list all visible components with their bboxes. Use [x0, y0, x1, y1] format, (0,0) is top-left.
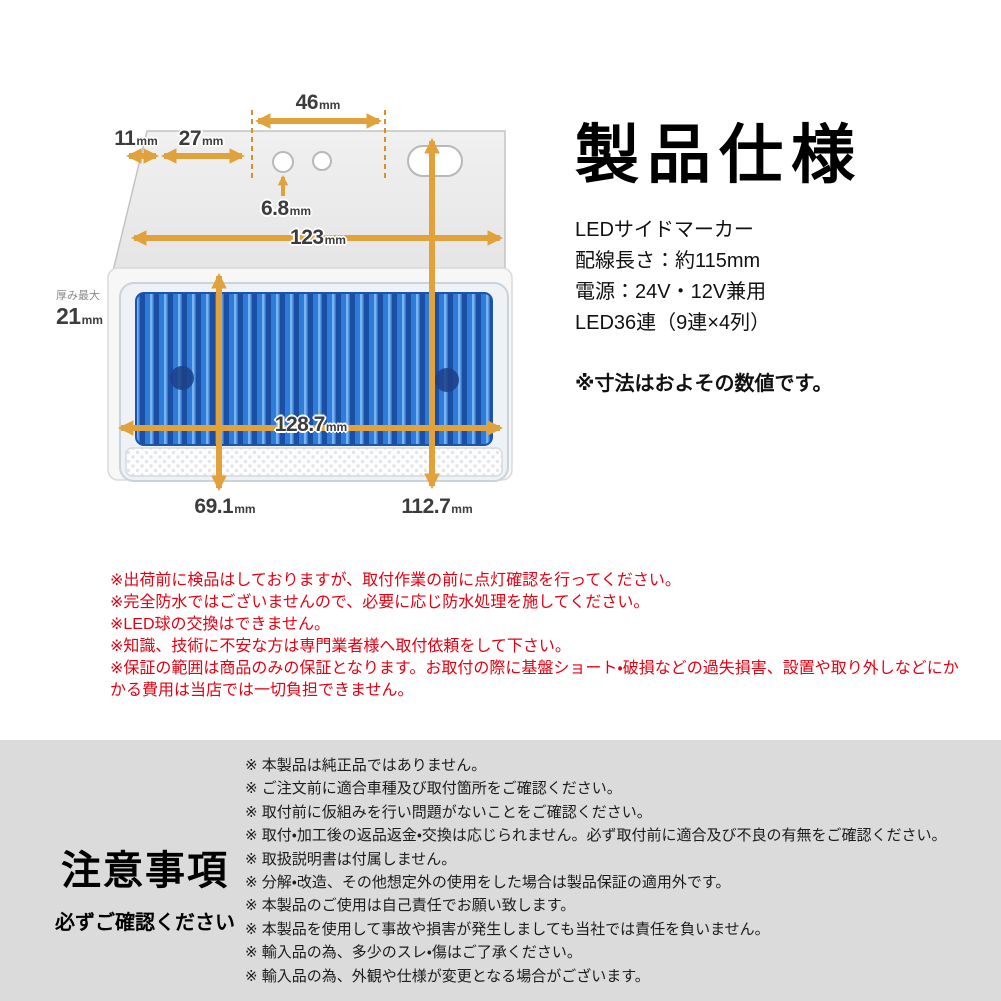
- notice-item: ※ 本製品は純正品ではありません。: [245, 757, 487, 774]
- dim-label-123mm: 123mm: [290, 226, 346, 249]
- notice-item: ※ 分解・改造、その他想定外の使用をした場合は製品保証の適用外です。: [245, 874, 731, 892]
- notice-heading: 注意事項 必ずご確認ください: [40, 838, 250, 935]
- notice-item: ※ 本製品を使用して事故や損害が発生しましても当社では責任を負いません。: [245, 920, 770, 938]
- warning-line: ※完全防水ではございませんので、必要に応じ防水処理を施してください。: [110, 594, 650, 611]
- warning-notes: ※出荷前に検品はしておりますが、取付作業の前に点灯確認を行ってください。 ※完全…: [110, 570, 962, 702]
- notice-title: 注意事項: [61, 849, 229, 893]
- warning-line: ※LED球の交換はできません。: [110, 616, 331, 633]
- marker-diagram-svg: [107, 110, 513, 492]
- dim-label-6-8mm: 6.8mm: [260, 197, 312, 220]
- notice-section: 注意事項 必ずご確認ください ※ 本製品は純正品ではありません。 ※ ご注文前に…: [0, 740, 1001, 1001]
- notice-item: ※ 取付・加工後の返品返金・交換は応じられません。必ず取付前に適合及び不良の有無…: [245, 827, 947, 845]
- notice-subtitle: 必ずご確認ください: [55, 912, 235, 934]
- warning-line: ※出荷前に検品はしておりますが、取付作業の前に点灯確認を行ってください。: [110, 572, 681, 589]
- lamp-reflector-strip: [125, 447, 503, 477]
- dim-label-128-7mm: 128.7mm: [274, 413, 348, 436]
- spec-line-led-count: LED36連（9連×4列）: [575, 312, 771, 335]
- warning-line: ※知識、技術に不安な方は専門業者様へ取付依頼をして下さい。: [110, 638, 571, 655]
- dim-label-27mm: 27mm: [178, 127, 224, 150]
- dim-label-11mm: 11mm: [114, 127, 158, 150]
- spec-lines: LEDサイドマーカー 配線長さ：約115mm 電源：24V・12V兼用 LED3…: [575, 215, 985, 339]
- notice-list: ※ 本製品は純正品ではありません。 ※ ご注文前に適合車種及び取付箇所をご確認く…: [245, 754, 995, 988]
- notice-item: ※ 輸入品の為、外観や仕様が変更となる場合がございます。: [245, 967, 650, 985]
- dimension-arrows: [117, 113, 504, 492]
- lamp-screw-right: [435, 368, 459, 392]
- spec-panel: 製品仕様 LEDサイドマーカー 配線長さ：約115mm 電源：24V・12V兼用…: [575, 119, 985, 396]
- spec-dimension-note: ※寸法はおよその数値です。: [575, 373, 833, 396]
- spec-line-product: LEDサイドマーカー: [575, 219, 754, 242]
- notice-item: ※ 取付前に仮組みを行い問題がないことをご確認ください。: [245, 803, 652, 821]
- dim-label-46mm: 46mm: [295, 91, 341, 114]
- notice-item: ※ 取扱説明書は付属しません。: [245, 850, 457, 868]
- notice-item: ※ 本製品のご使用は自己責任でお願い致します。: [245, 897, 576, 915]
- warning-line: ※保証の範囲は商品のみの保証となります。お取付の際に基盤ショート・破損などの過失…: [110, 660, 959, 699]
- dim-label-69-1mm: 69.1mm: [194, 495, 256, 518]
- dimension-diagram: 46mm 11mm 27mm 6.8mm 123mm 128.7mm 69.1m…: [0, 0, 560, 540]
- spec-line-power: 電源：24V・12V兼用: [575, 281, 767, 304]
- lamp-screw-left: [170, 366, 194, 390]
- dim-label-thickness-21mm: 厚み最大 21mm: [56, 290, 103, 329]
- mount-hole-center: [312, 151, 332, 171]
- notice-item: ※ 輸入品の為、多少のスレ・傷はご了承ください。: [245, 944, 582, 962]
- spec-title: 製品仕様: [575, 119, 863, 191]
- thickness-caption: 厚み最大: [56, 290, 100, 302]
- notice-item: ※ ご注文前に適合車種及び取付箇所をご確認ください。: [245, 780, 622, 798]
- mount-hole-left: [272, 151, 294, 173]
- dim-label-112-7mm: 112.7mm: [401, 495, 473, 518]
- spec-line-wire: 配線長さ：約115mm: [575, 250, 761, 273]
